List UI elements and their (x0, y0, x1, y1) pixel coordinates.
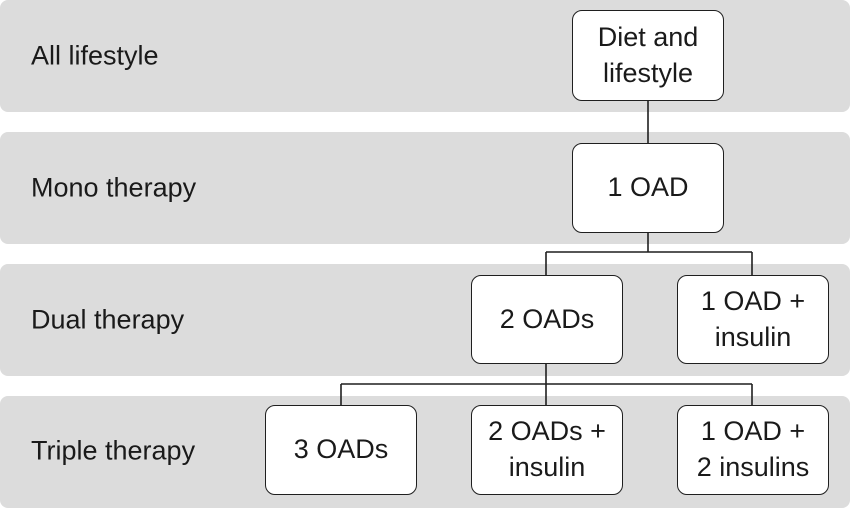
node-diet-and-lifestyle: Diet and lifestyle (572, 10, 724, 101)
row-label-triple-therapy: Triple therapy (31, 435, 196, 466)
node-one-oad-plus-two-insulins: 1 OAD + 2 insulins (677, 405, 829, 495)
node-three-oads: 3 OADs (265, 405, 417, 495)
row-label-dual-therapy: Dual therapy (31, 304, 185, 335)
node-one-oad: 1 OAD (572, 143, 724, 233)
node-one-oad-plus-insulin: 1 OAD + insulin (677, 275, 829, 364)
node-two-oads-plus-insulin: 2 OADs + insulin (471, 405, 623, 495)
row-label-all-lifestyle: All lifestyle (31, 40, 159, 71)
row-label-mono-therapy: Mono therapy (31, 172, 197, 203)
node-two-oads: 2 OADs (471, 275, 623, 364)
